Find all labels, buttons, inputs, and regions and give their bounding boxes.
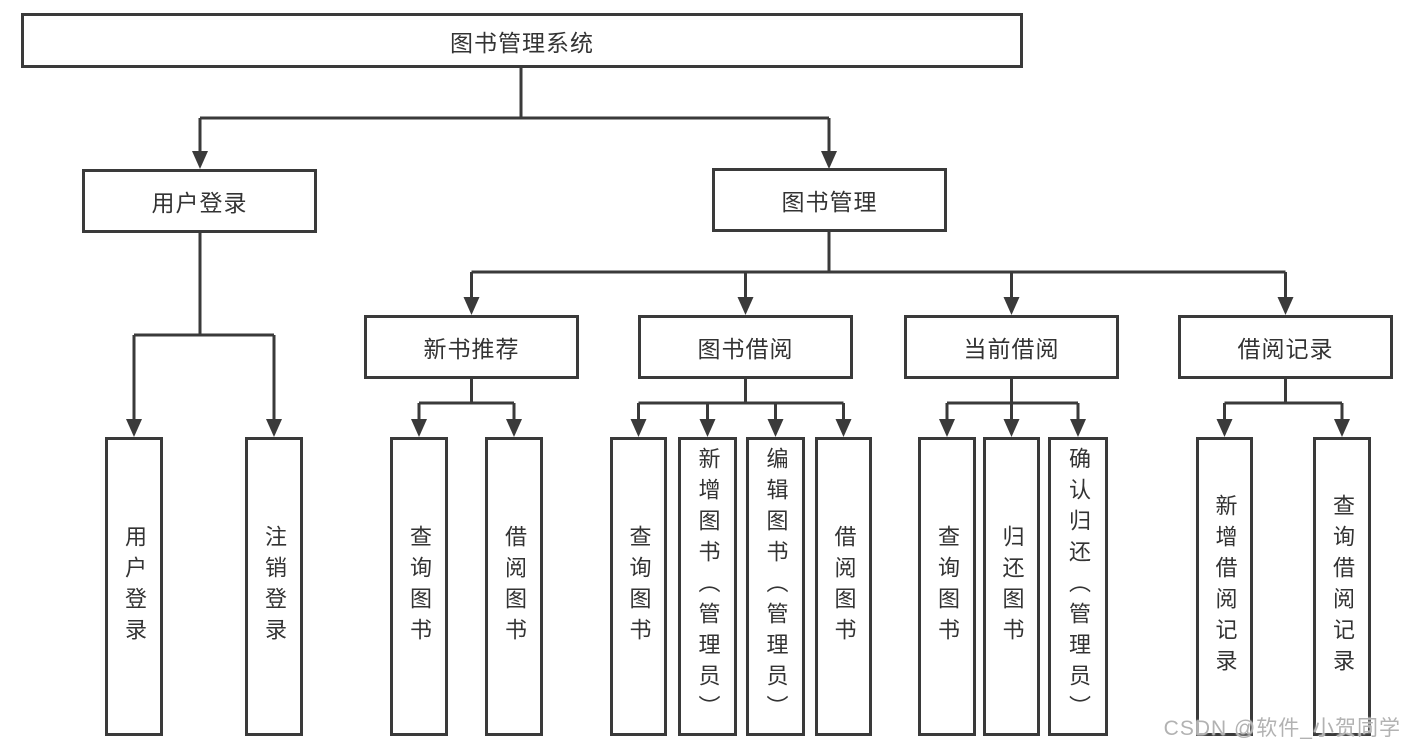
arrowhead-icon bbox=[1070, 419, 1086, 437]
arrowhead-icon bbox=[737, 297, 754, 315]
node-new-book-recommendation: 新书推荐 bbox=[364, 315, 579, 379]
leaf-query-borrow-record: 查询借阅记录 bbox=[1313, 437, 1371, 736]
node-library-management-system: 图书管理系统 bbox=[21, 13, 1023, 68]
leaf-query-books: 查询图书 bbox=[918, 437, 976, 736]
leaf-label: 查询图书 bbox=[626, 524, 652, 649]
node-borrowing-records: 借阅记录 bbox=[1178, 315, 1393, 379]
arrowhead-icon bbox=[699, 419, 716, 437]
arrowhead-icon bbox=[821, 151, 837, 169]
arrowhead-icon bbox=[463, 297, 480, 315]
node-user-login: 用户登录 bbox=[82, 169, 317, 233]
arrowhead-icon bbox=[411, 419, 427, 437]
leaf-label: 用户登录 bbox=[122, 524, 147, 649]
arrowhead-icon bbox=[1216, 419, 1233, 437]
leaf-label: 借阅图书 bbox=[502, 524, 527, 649]
connector-root-to-level2 bbox=[198, 68, 831, 152]
arrowhead-icon bbox=[835, 419, 852, 437]
connector-newbooks-to-leaves bbox=[417, 379, 516, 420]
leaf-label: 归还图书 bbox=[999, 524, 1025, 649]
leaf-add-books-admin: 新增图书（管理员） bbox=[678, 437, 737, 736]
leaf-label: 编辑图书（管理员） bbox=[763, 447, 789, 726]
arrowhead-icon bbox=[767, 419, 784, 437]
leaf-borrow-books: 借阅图书 bbox=[815, 437, 872, 736]
leaf-edit-books-admin: 编辑图书（管理员） bbox=[746, 437, 805, 736]
node-label: 借阅记录 bbox=[1237, 336, 1334, 362]
leaf-label: 查询图书 bbox=[935, 524, 960, 649]
node-label: 图书管理 bbox=[781, 189, 878, 215]
leaf-query-books: 查询图书 bbox=[610, 437, 667, 736]
arrowhead-icon bbox=[126, 419, 142, 437]
leaf-label: 借阅图书 bbox=[831, 524, 857, 649]
node-label: 新书推荐 bbox=[423, 336, 520, 362]
node-current-borrowing: 当前借阅 bbox=[904, 315, 1119, 379]
node-label: 图书管理系统 bbox=[450, 29, 594, 56]
leaf-label: 新增图书（管理员） bbox=[695, 447, 721, 726]
node-book-management: 图书管理 bbox=[712, 168, 947, 232]
connector-userlogin-to-leaves bbox=[132, 233, 276, 420]
node-book-borrowing: 图书借阅 bbox=[638, 315, 853, 379]
leaf-label: 确认归还（管理员） bbox=[1066, 447, 1091, 726]
connector-bookborrow-to-leaves bbox=[637, 379, 845, 420]
leaf-add-borrow-record: 新增借阅记录 bbox=[1196, 437, 1253, 736]
arrowhead-icon bbox=[939, 419, 955, 437]
leaf-confirm-return-admin: 确认归还（管理员） bbox=[1048, 437, 1108, 736]
leaf-borrow-books: 借阅图书 bbox=[485, 437, 543, 736]
arrowhead-icon bbox=[266, 419, 282, 437]
connector-bookmgmt-to-level3 bbox=[470, 232, 1287, 298]
connector-currentborrow-to-leaves bbox=[945, 379, 1080, 420]
leaf-user-login: 用户登录 bbox=[105, 437, 163, 736]
connector-borrowrecords-to-leaves bbox=[1223, 379, 1344, 420]
leaf-label: 新增借阅记录 bbox=[1212, 493, 1238, 680]
arrowhead-icon bbox=[630, 419, 647, 437]
arrowhead-icon bbox=[1003, 419, 1020, 437]
arrowhead-icon bbox=[192, 151, 208, 169]
csdn-watermark: CSDN @软件_小贺同学 bbox=[1163, 717, 1401, 740]
node-label: 图书借阅 bbox=[697, 336, 794, 362]
node-label: 当前借阅 bbox=[963, 336, 1060, 362]
leaf-query-books: 查询图书 bbox=[390, 437, 448, 736]
arrowheads bbox=[126, 151, 1350, 437]
leaf-logout: 注销登录 bbox=[245, 437, 303, 736]
arrowhead-icon bbox=[1334, 419, 1350, 437]
leaf-label: 查询借阅记录 bbox=[1330, 493, 1355, 680]
node-label: 用户登录 bbox=[151, 190, 248, 216]
leaf-label: 注销登录 bbox=[262, 524, 287, 649]
arrowhead-icon bbox=[506, 419, 522, 437]
leaf-return-books: 归还图书 bbox=[983, 437, 1040, 736]
leaf-label: 查询图书 bbox=[407, 524, 432, 649]
arrowhead-icon bbox=[1277, 297, 1294, 315]
arrowhead-icon bbox=[1003, 297, 1020, 315]
